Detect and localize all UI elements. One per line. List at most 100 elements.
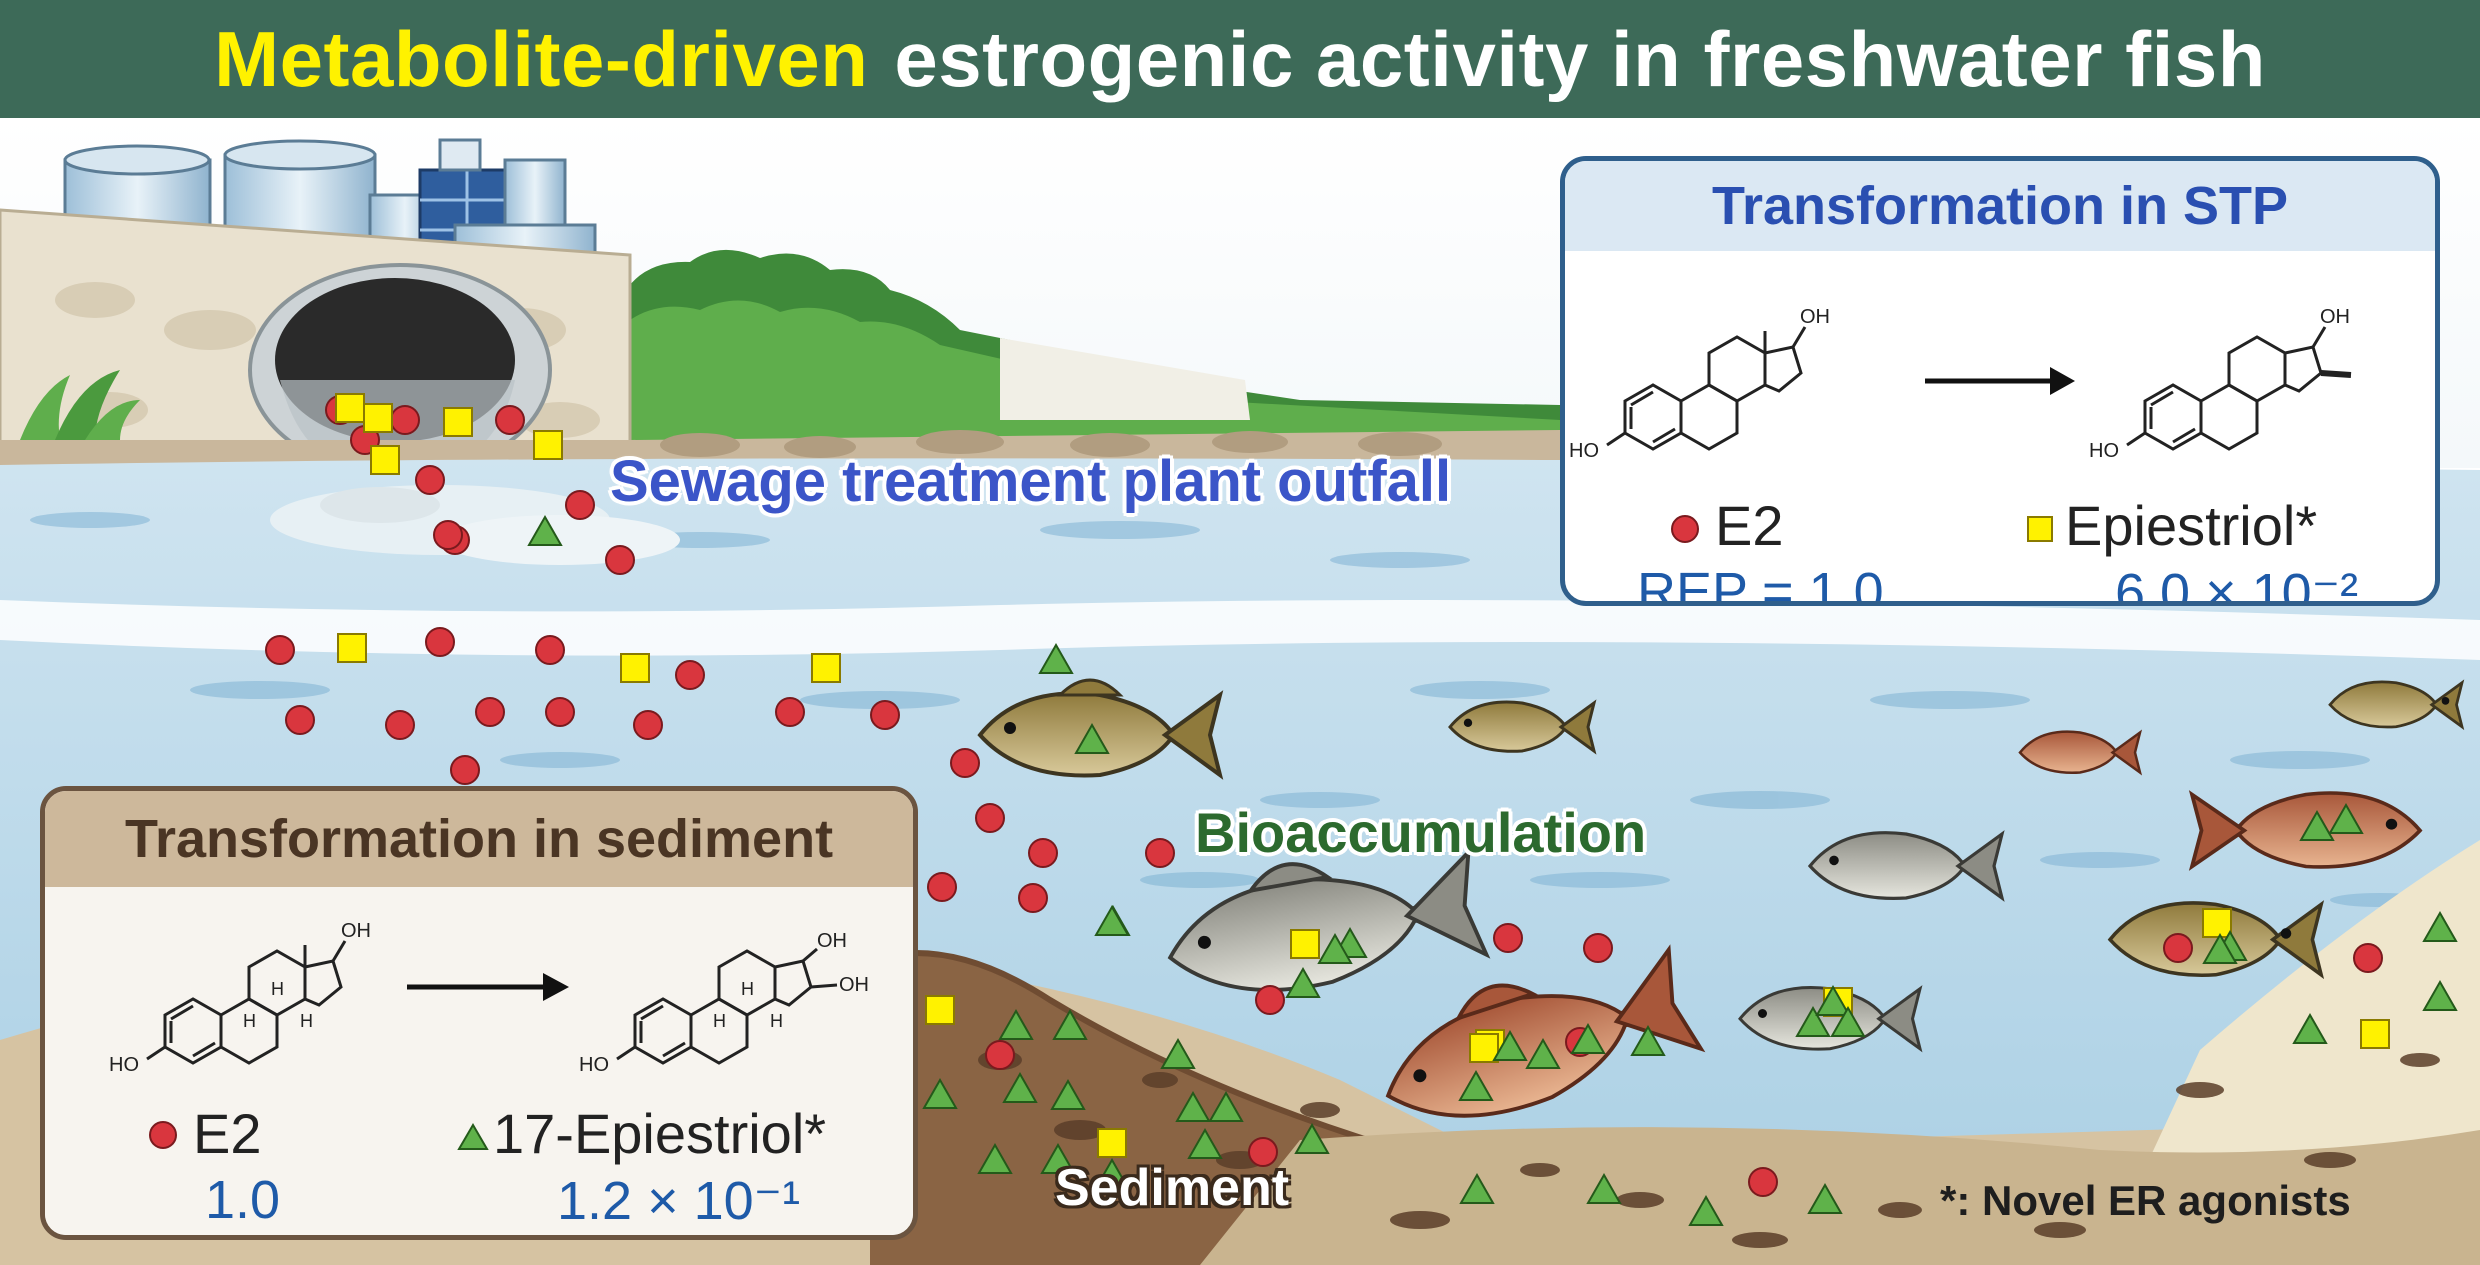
epiestriol17-marker bbox=[2292, 1012, 2328, 1044]
e2-marker bbox=[2353, 943, 2383, 973]
sediment-panel-body: HO OH H H H bbox=[45, 887, 913, 1235]
epiestriol17-oh-label-2: OH bbox=[839, 974, 869, 996]
epiestriol17-marker bbox=[1002, 1071, 1038, 1103]
e2-h-label: H bbox=[271, 979, 284, 999]
sed-compound-a-name: E2 bbox=[193, 1102, 262, 1165]
e2-marker bbox=[1248, 1137, 1278, 1167]
e2-marker bbox=[535, 635, 565, 665]
epiestriol17-marker bbox=[1317, 932, 1353, 964]
e2-circle-icon bbox=[1671, 515, 1699, 543]
epiestriol17-h-label: H bbox=[741, 979, 754, 999]
epiestriol-marker bbox=[1097, 1128, 1127, 1158]
e2-circle-icon bbox=[149, 1121, 177, 1149]
epiestriol17-ho-label: HO bbox=[579, 1054, 609, 1076]
epiestriol17-h-label-3: H bbox=[770, 1011, 783, 1031]
epiestriol17-marker bbox=[2202, 932, 2238, 964]
epiestriol17-marker bbox=[1187, 1127, 1223, 1159]
epiestriol17-marker bbox=[2299, 809, 2335, 841]
e2-marker bbox=[1583, 933, 1613, 963]
e2-marker bbox=[390, 405, 420, 435]
e2-h-label-3: H bbox=[300, 1011, 313, 1031]
sediment-label: Sediment bbox=[1055, 1159, 1290, 1217]
e2-structure bbox=[1606, 326, 1807, 451]
epiestriol17-marker bbox=[1094, 1157, 1130, 1189]
water-surface-band bbox=[0, 600, 2480, 660]
epiestriol-structure bbox=[2126, 326, 2352, 451]
epiestriol17-marker bbox=[1285, 966, 1321, 998]
e2-marker bbox=[415, 465, 445, 495]
epiestriol-square-icon bbox=[2027, 516, 2053, 542]
outfall-label: Sewage treatment plant outfall bbox=[610, 449, 1452, 514]
e2-marker bbox=[950, 748, 980, 778]
epiestriol17-marker bbox=[1074, 722, 1110, 754]
stp-compound-b-name: Epiestriol* bbox=[2065, 494, 2318, 557]
e2-marker bbox=[1493, 923, 1523, 953]
epiestriol17-marker bbox=[922, 1077, 958, 1109]
fish bbox=[1448, 699, 1597, 755]
epiestriol-marker bbox=[363, 403, 393, 433]
fish bbox=[977, 678, 1224, 780]
bioaccumulation-label: Bioaccumulation bbox=[1195, 801, 1647, 864]
e2-marker bbox=[985, 1040, 1015, 1070]
epiestriol-marker bbox=[443, 407, 473, 437]
e2-marker bbox=[1145, 838, 1175, 868]
epiestriol17-marker bbox=[1175, 1090, 1211, 1122]
e2-structure bbox=[146, 940, 347, 1065]
sediment-bottom bbox=[1200, 1127, 2480, 1265]
epiestriol17-triangle-icon bbox=[457, 1123, 489, 1150]
sediment-transformation-panel: Transformation in sediment HO OH H bbox=[40, 786, 918, 1240]
reaction-arrow-icon bbox=[1925, 367, 2075, 395]
epiestriol17-marker bbox=[1807, 1182, 1843, 1214]
fish bbox=[1807, 830, 2005, 902]
epiestriol-marker bbox=[337, 633, 367, 663]
epiestriol17-marker bbox=[1570, 1022, 1606, 1054]
epiestriol-oh-label: OH bbox=[2320, 306, 2350, 328]
water-ripples bbox=[30, 512, 2430, 907]
e2-marker bbox=[870, 700, 900, 730]
epiestriol-marker bbox=[811, 653, 841, 683]
epiestriol-marker bbox=[1469, 1033, 1499, 1063]
e2-marker bbox=[495, 405, 525, 435]
epiestriol17-marker bbox=[1040, 1142, 1076, 1174]
footnote-label: *: Novel ER agonists bbox=[1940, 1177, 2351, 1224]
e2-marker bbox=[633, 710, 663, 740]
e2-oh-label: OH bbox=[1800, 306, 1830, 328]
sed-compound-b-value: 1.2 × 10⁻¹ bbox=[557, 1171, 801, 1231]
title-highlight: Metabolite-driven bbox=[214, 14, 869, 103]
epiestriol17-marker bbox=[1525, 1037, 1561, 1069]
epiestriol17-oh-label: OH bbox=[817, 930, 847, 952]
fish bbox=[2018, 729, 2143, 776]
epiestriol17-marker bbox=[1294, 1122, 1330, 1154]
epiestriol17-marker bbox=[1630, 1024, 1666, 1056]
epiestriol17-marker bbox=[998, 1008, 1034, 1040]
epiestriol17-marker bbox=[1586, 1172, 1622, 1204]
grass-tuft bbox=[20, 370, 140, 440]
e2-marker bbox=[545, 697, 575, 727]
epiestriol17-marker bbox=[1050, 1078, 1086, 1110]
e2-ho-label: HO bbox=[1569, 440, 1599, 462]
epiestriol17-marker bbox=[1038, 642, 1074, 674]
e2-marker bbox=[1018, 883, 1048, 913]
stp-transformation-panel: Transformation in STP HO OH bbox=[1560, 156, 2440, 606]
epiestriol17-marker bbox=[2422, 979, 2458, 1011]
sediment-panel-title: Transformation in sediment bbox=[45, 791, 913, 887]
epiestriol17-marker bbox=[1459, 1172, 1495, 1204]
epiestriol17-marker bbox=[977, 1142, 1013, 1174]
stp-compound-a-value: REP = 1.0 bbox=[1637, 562, 1884, 606]
epiestriol17-marker bbox=[1795, 1005, 1831, 1037]
epiestriol17-marker bbox=[2422, 910, 2458, 942]
e2-marker bbox=[775, 697, 805, 727]
e2-marker bbox=[265, 635, 295, 665]
e2-marker bbox=[675, 660, 705, 690]
sed-compound-b-name: 17-Epiestriol* bbox=[493, 1102, 827, 1165]
e2-marker bbox=[1255, 985, 1285, 1015]
e2-marker bbox=[605, 545, 635, 575]
compound-markers bbox=[265, 393, 2458, 1226]
epiestriol-marker bbox=[335, 393, 365, 423]
e2-marker bbox=[425, 627, 455, 657]
epiestriol17-marker bbox=[1492, 1029, 1528, 1061]
sediment-reaction-scheme: HO OH H H H bbox=[109, 920, 869, 1150]
epiestriol17-marker bbox=[1830, 1005, 1866, 1037]
epiestriol17-marker bbox=[1094, 904, 1130, 936]
